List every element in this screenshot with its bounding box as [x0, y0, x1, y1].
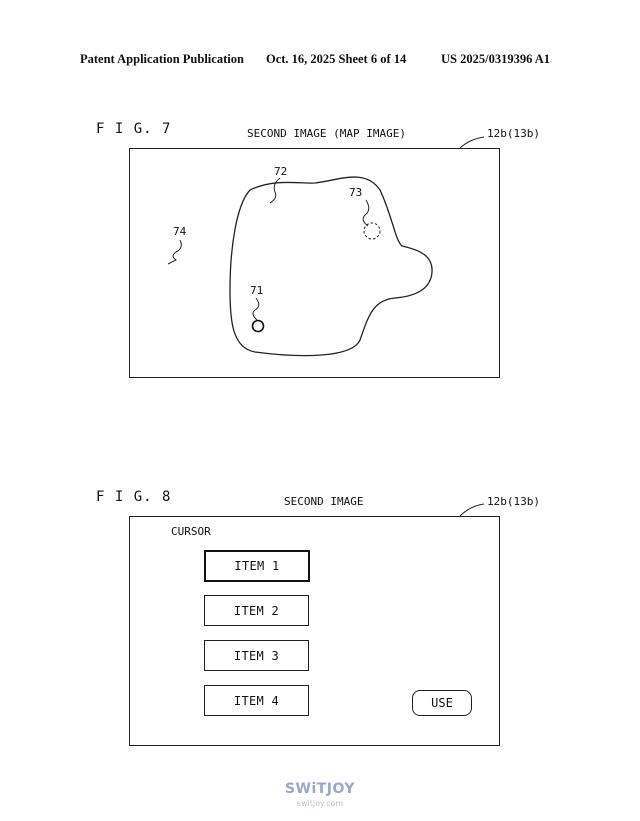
publication-title: Patent Application Publication: [80, 52, 244, 66]
menu-item-2-label: ITEM 2: [233, 603, 280, 618]
menu-item-1-label: ITEM 1: [234, 559, 280, 573]
fig7-label: F I G. 7: [96, 121, 172, 137]
fig7-device-ref: 12b(13b): [487, 127, 540, 140]
fig8-label: F I G. 8: [96, 489, 172, 505]
use-button[interactable]: USE: [412, 690, 472, 716]
ref-72-label: 72: [274, 165, 288, 178]
watermark-site: switjoy.com: [296, 799, 344, 808]
watermark-logo: SWiTJOY: [284, 781, 356, 797]
fig7-screen-frame: [129, 148, 500, 378]
use-button-label: USE: [431, 696, 453, 710]
menu-item-4[interactable]: ITEM 4: [204, 685, 309, 716]
menu-item-2[interactable]: ITEM 2: [204, 595, 309, 626]
menu-item-3-label: ITEM 3: [233, 648, 280, 663]
menu-item-4-label: ITEM 4: [233, 693, 280, 708]
page-header: Patent Application Publication Oct. 16, …: [0, 52, 640, 68]
ref-73-leader: [362, 199, 370, 227]
menu-item-3[interactable]: ITEM 3: [204, 640, 309, 671]
ref-73-label: 73: [349, 186, 363, 199]
menu-item-1[interactable]: ITEM 1: [204, 550, 310, 582]
fig8-device-ref: 12b(13b): [487, 495, 540, 508]
fig7-device-leader: [459, 136, 485, 149]
point-71-marker: [251, 319, 265, 333]
publication-date-sheet: Oct. 16, 2025 Sheet 6 of 14: [266, 52, 407, 66]
ref-71-label: 71: [250, 284, 264, 297]
fig7-caption: SECOND IMAGE (MAP IMAGE): [247, 127, 406, 140]
ref-71-leader: [252, 297, 260, 321]
ref-74-label: 74: [173, 225, 187, 238]
point-73-dashed-marker: [363, 222, 381, 240]
ref-74-leader: [167, 239, 182, 265]
cursor-label: CURSOR: [171, 525, 211, 538]
map-region-outline: [229, 176, 433, 357]
publication-number: US 2025/0319396 A1: [441, 52, 551, 66]
ref-72-leader: [269, 177, 281, 204]
fig8-device-leader: [459, 503, 485, 517]
fig8-caption: SECOND IMAGE: [284, 495, 364, 508]
